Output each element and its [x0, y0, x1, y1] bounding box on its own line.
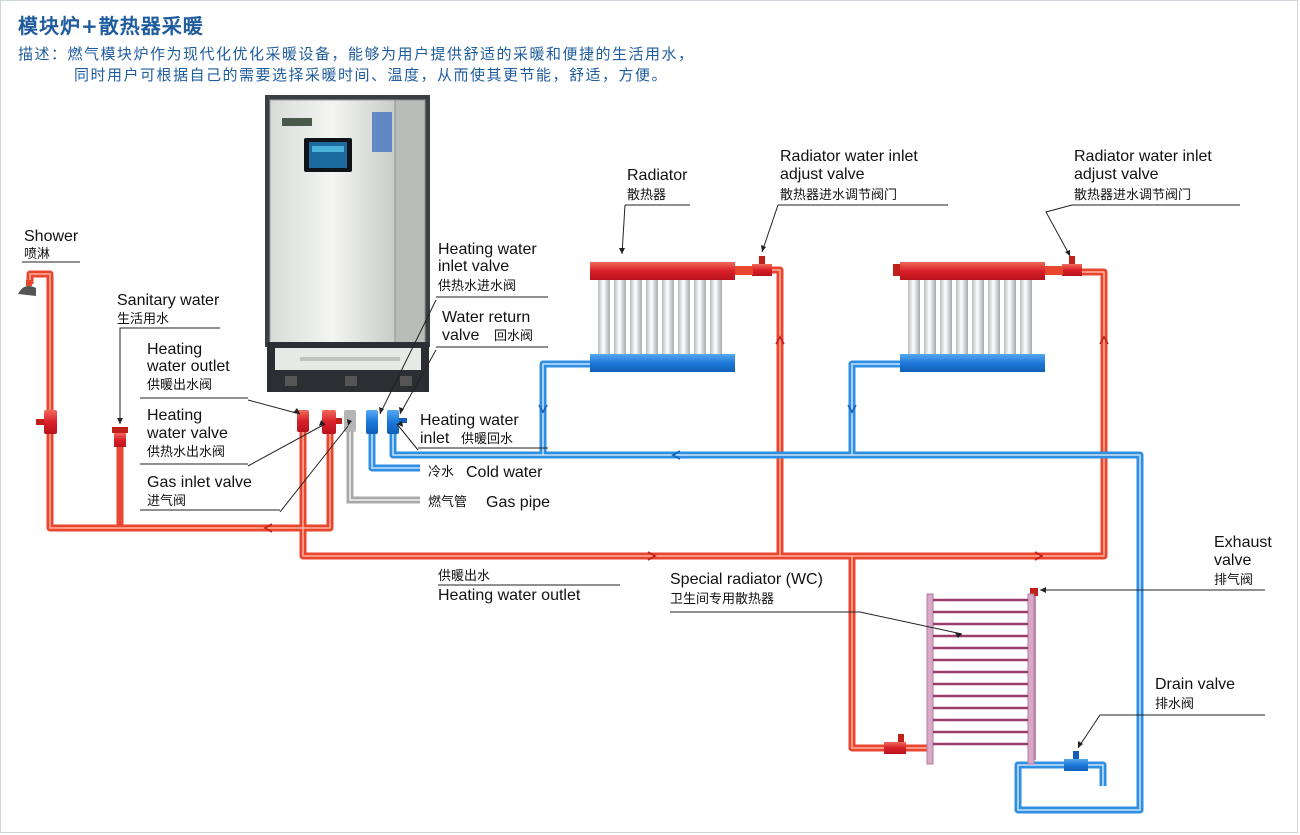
page-title: 模块炉+散热器采暖	[18, 14, 204, 38]
label-heating-outlet-en2: water outlet	[146, 358, 230, 375]
cold-water-valve-icon	[366, 410, 378, 434]
description-line-2: 同时用户可根据自己的需要选择采暖时间、温度，从而使其更节能，舒适，方便。	[74, 66, 669, 84]
drain-valve-icon	[1064, 751, 1088, 771]
radiator2-return-pipe	[848, 360, 903, 455]
header: 模块炉+散热器采暖	[18, 10, 204, 39]
description-line-1: 描述：燃气模块炉作为现代化优化采暖设备，能够为用户提供舒适的采暖和便捷的生活用水…	[18, 45, 695, 63]
label-heating-outlet-cn: 供暖出水阀	[147, 378, 212, 393]
label-gas-en: Gas pipe	[486, 494, 550, 511]
boiler-unit	[265, 95, 430, 392]
label-heating-valve-en2: water valve	[146, 425, 228, 442]
label-rad-valve1-en1: Radiator water inlet	[780, 148, 918, 165]
label-exhaust-en2: valve	[1214, 552, 1251, 569]
radiator-2	[893, 262, 1063, 372]
label-outlet-cn: 供暖出水	[438, 569, 490, 584]
label-gas-cn: 燃气管	[428, 494, 467, 510]
label-gas-inlet-en: Gas inlet valve	[147, 474, 252, 491]
leader-arrowheads	[117, 245, 1083, 748]
exhaust-valve-icon	[1030, 588, 1038, 596]
label-hw-inlet-valve-cn: 供热水进水阀	[438, 279, 516, 294]
label-gas-inlet-cn: 进气阀	[147, 493, 186, 509]
heating-water-valve-icon	[322, 410, 342, 434]
heating-outlet-valve-icon	[297, 410, 309, 432]
label-rad-valve2-en2: adjust valve	[1074, 166, 1159, 183]
label-rad-valve2-en1: Radiator water inlet	[1074, 148, 1212, 165]
label-return-en2: valve	[442, 327, 479, 344]
label-cold-en: Cold water	[466, 464, 543, 481]
radiator1-riser-pipe	[768, 266, 784, 556]
label-sanitary-cn: 生活用水	[117, 312, 169, 327]
shower-head-icon	[18, 280, 36, 296]
radiator1-return-pipe	[539, 360, 593, 455]
label-hw-inlet-en2: inlet	[420, 430, 450, 447]
label-hw-inlet-cn: 供暖回水	[461, 432, 513, 447]
wc-radiator	[926, 593, 1035, 765]
label-rad-valve1-en2: adjust valve	[780, 166, 865, 183]
label-return-en1: Water return	[442, 309, 530, 326]
radiator-1	[590, 262, 753, 372]
shower-valve-icon	[36, 410, 57, 434]
label-drain-en: Drain valve	[1155, 676, 1235, 693]
label-exhaust-en1: Exhaust	[1214, 534, 1272, 551]
valves	[18, 256, 1088, 771]
wc-inlet-valve-icon	[884, 734, 906, 754]
label-outlet-en: Heating water outlet	[438, 587, 581, 604]
label-heating-outlet-en1: Heating	[147, 341, 202, 358]
flow-arrows	[263, 335, 1109, 561]
label-heating-valve-cn: 供热水出水阀	[147, 445, 225, 460]
label-shower-cn: 喷淋	[24, 247, 50, 262]
label-shower-en: Shower	[24, 228, 79, 245]
label-rad-valve1-cn: 散热器进水调节阀门	[780, 188, 897, 203]
labels: Shower 喷淋 Sanitary water 生活用水 Heating wa…	[24, 148, 1272, 712]
radiator2-inlet-valve-icon	[1062, 256, 1082, 276]
label-hw-inlet-valve-en1: Heating water	[438, 241, 537, 258]
label-hw-inlet-en1: Heating water	[420, 412, 519, 429]
return-valve-icon	[387, 410, 407, 434]
description: 描述：燃气模块炉作为现代化优化采暖设备，能够为用户提供舒适的采暖和便捷的生活用水…	[18, 44, 695, 86]
label-rad-valve2-cn: 散热器进水调节阀门	[1074, 188, 1191, 203]
label-wc-cn: 卫生间专用散热器	[670, 592, 774, 607]
leader-lines	[22, 204, 1265, 749]
label-cold-cn: 冷水	[428, 465, 454, 480]
label-wc-en: Special radiator (WC)	[670, 571, 823, 588]
label-hw-inlet-valve-en2: inlet valve	[438, 258, 509, 275]
label-radiator-cn: 散热器	[627, 188, 666, 203]
label-radiator-en: Radiator	[627, 167, 688, 184]
cold-pipes-core	[371, 363, 1141, 811]
label-exhaust-cn: 排气阀	[1214, 572, 1253, 588]
gas-pipe	[346, 418, 420, 504]
label-drain-cn: 排水阀	[1155, 697, 1194, 712]
label-return-cn: 回水阀	[494, 329, 533, 344]
label-sanitary-en: Sanitary water	[117, 292, 220, 309]
label-heating-valve-en1: Heating	[147, 407, 202, 424]
sanitary-valve-icon	[112, 427, 128, 447]
radiator1-inlet-valve-icon	[752, 256, 772, 276]
wc-supply-pipe	[848, 556, 928, 752]
